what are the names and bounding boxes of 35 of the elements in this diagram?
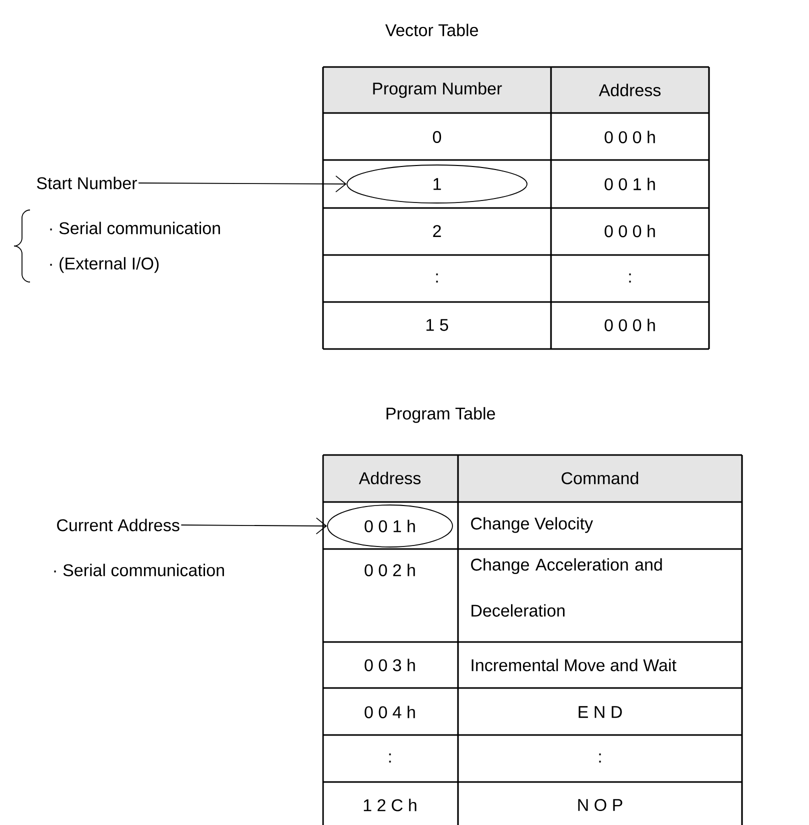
table-entry: 0 0 2 h xyxy=(364,564,415,576)
table-entry: 0 0 0 h xyxy=(604,130,655,144)
column-header: Command xyxy=(562,472,638,484)
table-entry: 0 0 0 h xyxy=(604,318,655,332)
arrow xyxy=(180,517,328,534)
circled-entry: 0 0 1 h xyxy=(327,504,453,548)
table-entry: Incremental Move and Wait xyxy=(472,658,676,672)
table-entry: Change Acceleration and Deceleration xyxy=(471,558,662,617)
table-entry: 0 xyxy=(432,130,442,144)
table-entry: 0 0 4 h xyxy=(364,706,415,718)
table-entry: Change Velocity xyxy=(471,517,594,533)
table-entry: 0 0 0 h xyxy=(604,224,655,238)
table-title: Vector Table xyxy=(385,24,478,36)
table-entry: 0 0 1 h xyxy=(604,178,655,190)
table-entry: 1 5 xyxy=(426,319,448,331)
table-entry: 2 xyxy=(433,225,441,237)
column-header: Program Number xyxy=(373,82,502,98)
callout-text: Start Number xyxy=(36,176,137,190)
table-entry: : xyxy=(629,274,631,282)
table-title: Program Table xyxy=(386,407,495,423)
table-entry: N O P xyxy=(578,799,622,812)
arrow xyxy=(138,176,347,192)
table-entry: : xyxy=(389,754,391,762)
bullet-note: · Serial communication xyxy=(54,564,224,576)
column-header: Address xyxy=(358,472,421,484)
circled-entry: 1 xyxy=(346,164,528,204)
bullet-note: · Serial communication xyxy=(50,222,220,234)
table-entry: : xyxy=(436,274,438,282)
column-header: Address xyxy=(598,84,661,96)
bullet-note: · (External I/O) xyxy=(50,257,159,273)
table-entry: : xyxy=(599,754,601,762)
table-entry: E N D xyxy=(578,706,622,718)
table-entry: 1 2 C h xyxy=(364,798,416,812)
table-entry: 0 0 3 h xyxy=(364,658,415,672)
callout-text: Current Address xyxy=(57,518,180,532)
